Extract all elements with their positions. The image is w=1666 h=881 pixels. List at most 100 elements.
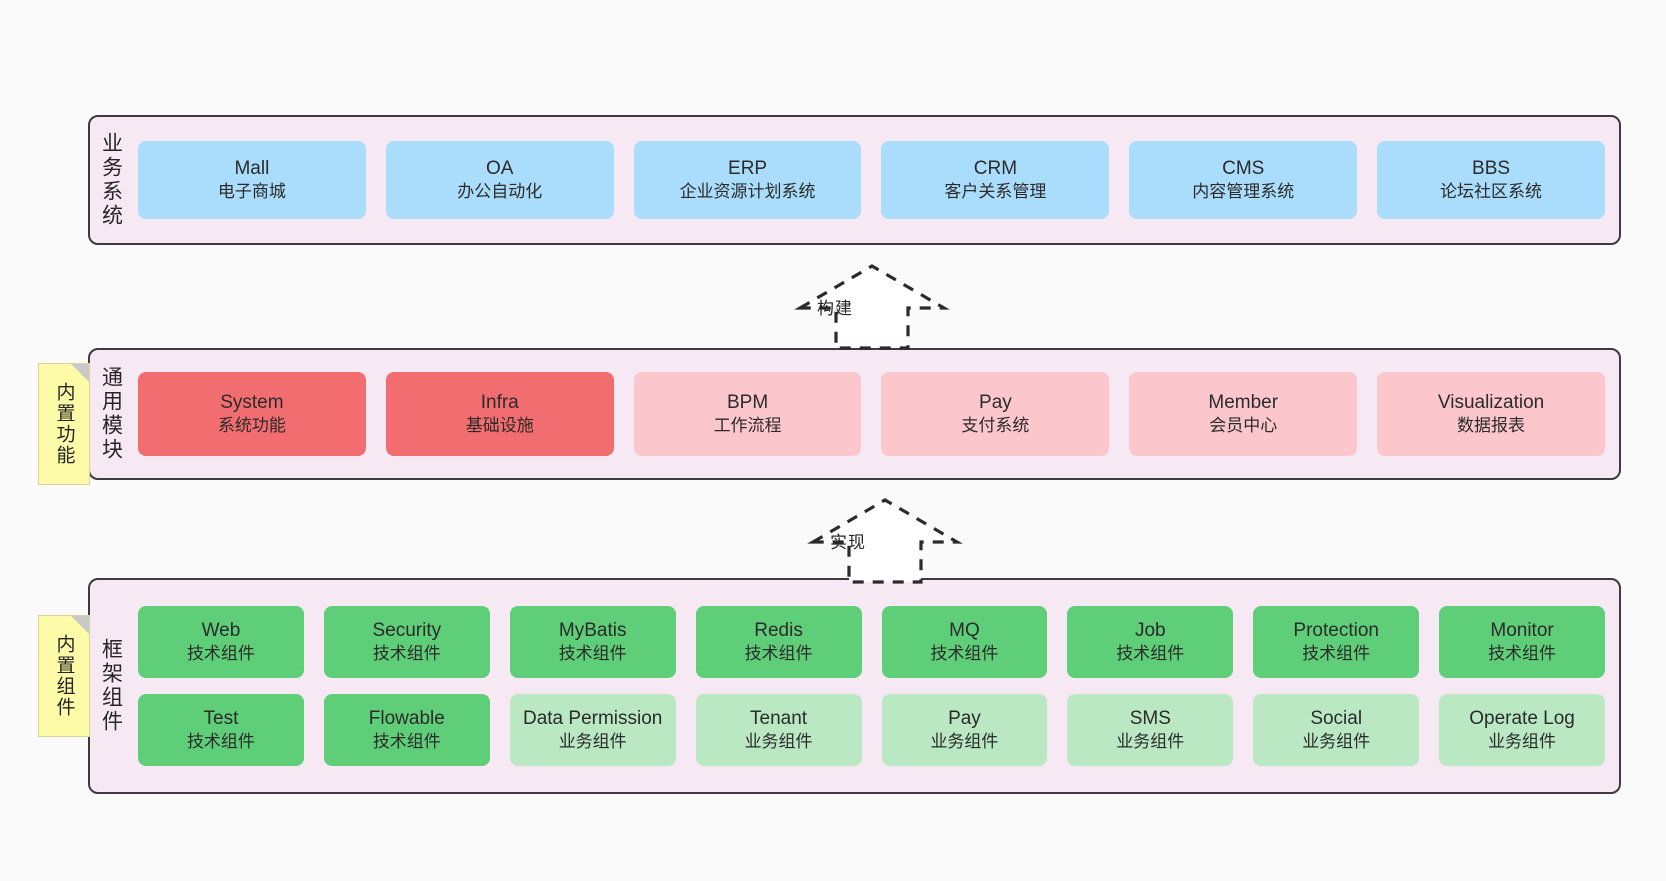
card-title: Infra	[480, 391, 519, 413]
card-subtitle: 业务组件	[1116, 732, 1185, 752]
card-title: Mall	[234, 157, 270, 179]
card-data-permission[interactable]: Data Permission 业务组件	[509, 694, 676, 766]
layer-body-framework-component: Web 技术组件 Security 技术组件 MyBatis 技术组件 Redi…	[132, 580, 1619, 792]
card-erp[interactable]: ERP 企业资源计划系统	[633, 141, 862, 219]
card-title: CMS	[1222, 157, 1265, 179]
card-bpm[interactable]: BPM 工作流程	[633, 372, 862, 456]
layer-common-module: 通用模块 System 系统功能 Infra 基础设施 BPM 工作流程 Pay…	[88, 348, 1621, 480]
card-visualization[interactable]: Visualization 数据报表	[1377, 372, 1605, 456]
card-title: Pay	[948, 707, 981, 729]
card-crm[interactable]: CRM 客户关系管理	[881, 141, 1110, 219]
card-title: System	[220, 391, 284, 413]
card-security[interactable]: Security 技术组件	[323, 606, 490, 678]
card-subtitle: 办公自动化	[457, 182, 543, 202]
card-protection[interactable]: Protection 技术组件	[1253, 606, 1420, 678]
card-title: Job	[1134, 619, 1166, 641]
card-subtitle: 电子商城	[217, 182, 286, 202]
card-pay-component[interactable]: Pay 业务组件	[881, 694, 1048, 766]
note-fold-icon	[71, 364, 89, 382]
layer-business-system: 业务系统 Mall 电子商城 OA 办公自动化 ERP 企业资源计划系统 CRM…	[88, 115, 1621, 245]
note-label: 内置组件	[53, 634, 75, 718]
card-title: Operate Log	[1469, 707, 1575, 729]
card-subtitle: 技术组件	[372, 644, 441, 664]
card-row: Mall 电子商城 OA 办公自动化 ERP 企业资源计划系统 CRM 客户关系…	[138, 141, 1605, 219]
card-title: Protection	[1293, 619, 1379, 641]
card-bbs[interactable]: BBS 论坛社区系统	[1377, 141, 1605, 219]
card-title: OA	[486, 157, 514, 179]
card-sms[interactable]: SMS 业务组件	[1067, 694, 1234, 766]
card-title: Web	[201, 619, 241, 641]
card-pay[interactable]: Pay 支付系统	[881, 372, 1110, 456]
card-subtitle: 工作流程	[713, 416, 782, 436]
card-title: ERP	[728, 157, 768, 179]
card-cms[interactable]: CMS 内容管理系统	[1129, 141, 1358, 219]
card-title: BPM	[726, 391, 769, 413]
card-title: CRM	[973, 157, 1018, 179]
card-row: Web 技术组件 Security 技术组件 MyBatis 技术组件 Redi…	[138, 606, 1605, 678]
card-title: MQ	[949, 619, 980, 641]
arrow-implement-label: 实现	[830, 533, 866, 552]
card-subtitle: 技术组件	[1302, 644, 1371, 664]
card-tenant[interactable]: Tenant 业务组件	[695, 694, 862, 766]
layer-framework-component: 框架组件 Web 技术组件 Security 技术组件 MyBatis 技术组件…	[88, 578, 1621, 794]
card-flowable[interactable]: Flowable 技术组件	[323, 694, 490, 766]
card-subtitle: 业务组件	[558, 732, 627, 752]
card-row: Test 技术组件 Flowable 技术组件 Data Permission …	[138, 694, 1605, 766]
card-subtitle: 技术组件	[186, 644, 255, 664]
card-oa[interactable]: OA 办公自动化	[385, 141, 614, 219]
card-subtitle: 客户关系管理	[944, 182, 1047, 202]
card-test[interactable]: Test 技术组件	[138, 694, 304, 766]
card-infra[interactable]: Infra 基础设施	[385, 372, 614, 456]
layer-title-framework-component: 框架组件	[99, 638, 123, 734]
card-subtitle: 论坛社区系统	[1440, 182, 1543, 202]
card-title: Monitor	[1490, 619, 1554, 641]
card-subtitle: 基础设施	[465, 416, 534, 436]
layer-title-common-module: 通用模块	[99, 366, 123, 462]
card-title: Redis	[754, 619, 803, 641]
card-subtitle: 技术组件	[1488, 644, 1557, 664]
arrow-build-label: 构建	[817, 299, 853, 318]
card-row: System 系统功能 Infra 基础设施 BPM 工作流程 Pay 支付系统…	[138, 372, 1605, 456]
layer-body-business-system: Mall 电子商城 OA 办公自动化 ERP 企业资源计划系统 CRM 客户关系…	[132, 117, 1619, 243]
card-subtitle: 业务组件	[1488, 732, 1557, 752]
card-title: Data Permission	[522, 707, 663, 729]
card-subtitle: 业务组件	[930, 732, 999, 752]
card-subtitle: 系统功能	[217, 416, 286, 436]
card-title: Tenant	[750, 707, 808, 729]
card-social[interactable]: Social 业务组件	[1253, 694, 1420, 766]
card-monitor[interactable]: Monitor 技术组件	[1439, 606, 1605, 678]
card-title: SMS	[1129, 707, 1171, 729]
card-operate-log[interactable]: Operate Log 业务组件	[1439, 694, 1605, 766]
card-mall[interactable]: Mall 电子商城	[138, 141, 366, 219]
card-title: Test	[203, 707, 239, 729]
card-title: Pay	[979, 391, 1012, 413]
card-title: BBS	[1472, 157, 1511, 179]
card-subtitle: 技术组件	[1116, 644, 1185, 664]
card-subtitle: 技术组件	[744, 644, 813, 664]
card-redis[interactable]: Redis 技术组件	[695, 606, 862, 678]
card-job[interactable]: Job 技术组件	[1067, 606, 1234, 678]
note-builtin-function: 内置功能	[38, 363, 90, 485]
note-fold-icon	[71, 616, 89, 634]
card-subtitle: 技术组件	[186, 732, 255, 752]
card-title: MyBatis	[558, 619, 627, 641]
card-subtitle: 企业资源计划系统	[679, 182, 816, 202]
card-system[interactable]: System 系统功能	[138, 372, 366, 456]
card-title: Flowable	[368, 707, 445, 729]
card-title: Security	[372, 619, 442, 641]
card-title: Social	[1310, 707, 1363, 729]
layer-body-common-module: System 系统功能 Infra 基础设施 BPM 工作流程 Pay 支付系统…	[132, 350, 1619, 478]
card-subtitle: 会员中心	[1209, 416, 1278, 436]
arrow-build: 构建	[755, 258, 950, 350]
card-web[interactable]: Web 技术组件	[138, 606, 304, 678]
card-subtitle: 技术组件	[558, 644, 627, 664]
card-subtitle: 支付系统	[961, 416, 1030, 436]
card-member[interactable]: Member 会员中心	[1129, 372, 1358, 456]
card-subtitle: 技术组件	[372, 732, 441, 752]
card-mq[interactable]: MQ 技术组件	[881, 606, 1048, 678]
layer-title-business-system: 业务系统	[99, 132, 123, 228]
card-title: Member	[1208, 391, 1279, 413]
card-subtitle: 技术组件	[930, 644, 999, 664]
card-mybatis[interactable]: MyBatis 技术组件	[509, 606, 676, 678]
